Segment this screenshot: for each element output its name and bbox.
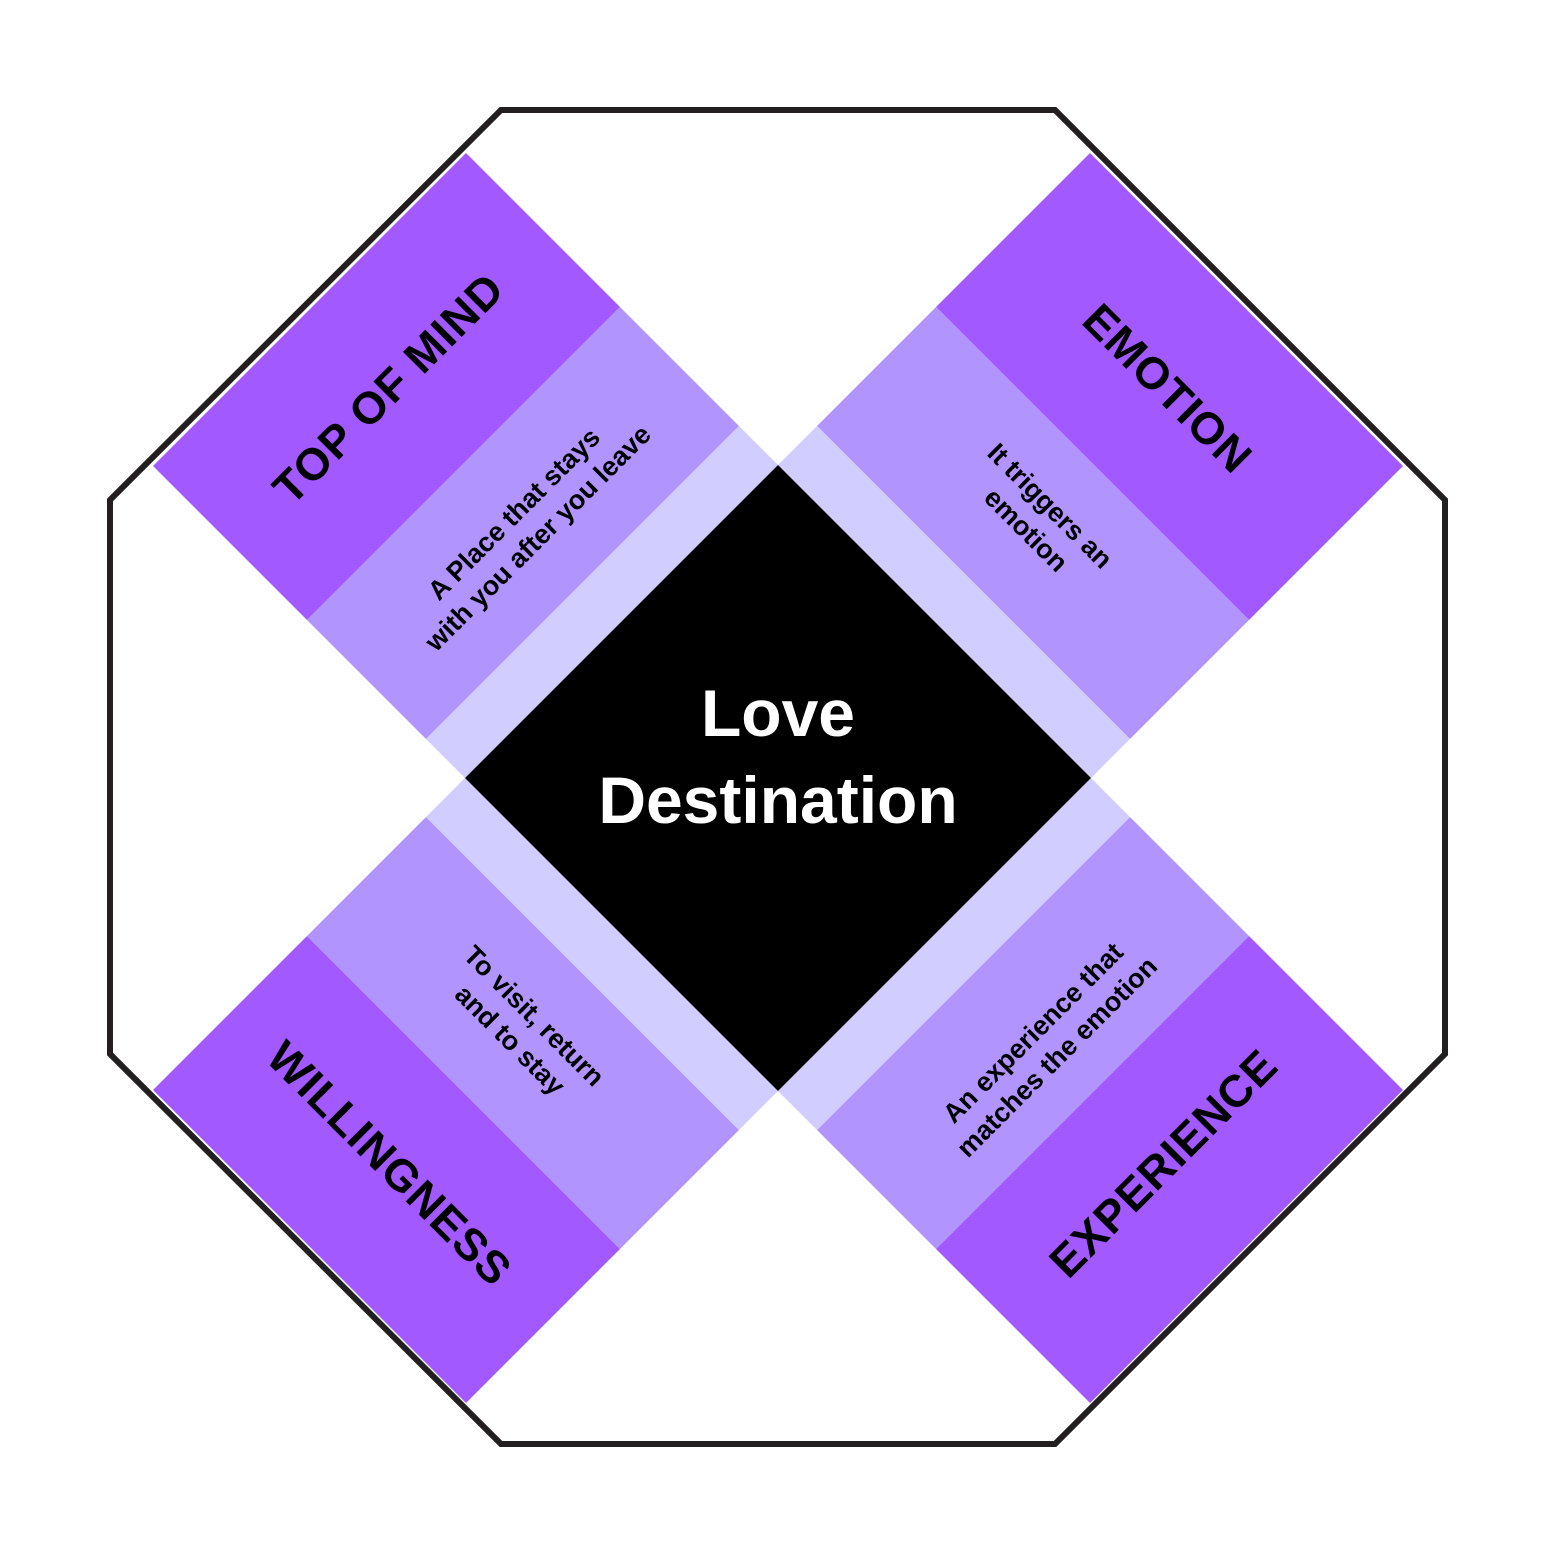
center-title-line1: Love bbox=[701, 676, 855, 750]
emotion-inner-band bbox=[778, 426, 1130, 778]
center-love-destination: Love Destination bbox=[465, 465, 1091, 1091]
quadrant-top-of-mind: TOP OF MIND A Place that stays with you … bbox=[153, 153, 778, 778]
experience-inner-band bbox=[778, 778, 1130, 1130]
experience-middle-band bbox=[817, 817, 1249, 1249]
top-of-mind-inner-band bbox=[426, 426, 778, 778]
experience-outer-band bbox=[936, 936, 1403, 1403]
quadrant-experience: EXPERIENCE An experience that matches th… bbox=[778, 778, 1403, 1403]
quadrant-emotion: EMOTION It triggers an emotion bbox=[778, 153, 1403, 778]
top-of-mind-outer-band bbox=[153, 153, 620, 620]
willingness-outer-band bbox=[153, 936, 620, 1403]
center-diamond bbox=[465, 465, 1091, 1091]
center-title-line2: Destination bbox=[598, 763, 957, 837]
emotion-outer-band bbox=[936, 153, 1403, 620]
emotion-middle-band bbox=[817, 307, 1249, 739]
willingness-inner-band bbox=[426, 778, 778, 1130]
willingness-middle-band bbox=[307, 817, 739, 1249]
top-of-mind-middle-band bbox=[307, 307, 739, 739]
